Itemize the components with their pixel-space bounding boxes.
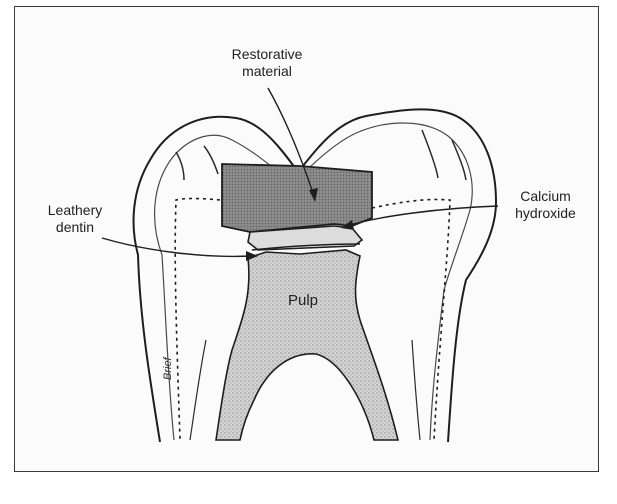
label-restorative-line1: Restorative	[212, 46, 322, 63]
root-canal-right	[412, 340, 420, 440]
label-leathery-dentin: Leathery dentin	[30, 202, 120, 236]
label-restorative-material: Restorative material	[212, 46, 322, 80]
label-pulp: Pulp	[268, 292, 338, 309]
dentin-junction-left	[175, 199, 220, 441]
cusp-line-left	[176, 152, 184, 180]
artist-signature: Brief	[162, 357, 174, 380]
arrow-leathery	[102, 238, 252, 256]
cusp-line-left-2	[204, 146, 218, 174]
label-leathery-line1: Leathery	[30, 202, 120, 219]
label-calcium-hydroxide: Calcium hydroxide	[498, 188, 593, 222]
cusp-line-right-2	[452, 140, 466, 180]
restorative-material-region	[222, 164, 372, 232]
label-leathery-line2: dentin	[30, 219, 120, 236]
root-canal-left	[190, 340, 206, 440]
pulp-region	[216, 250, 398, 440]
cusp-line-right	[422, 130, 438, 178]
label-restorative-line2: material	[212, 63, 322, 80]
label-calcium-line1: Calcium	[498, 188, 593, 205]
label-calcium-line2: hydroxide	[498, 205, 593, 222]
